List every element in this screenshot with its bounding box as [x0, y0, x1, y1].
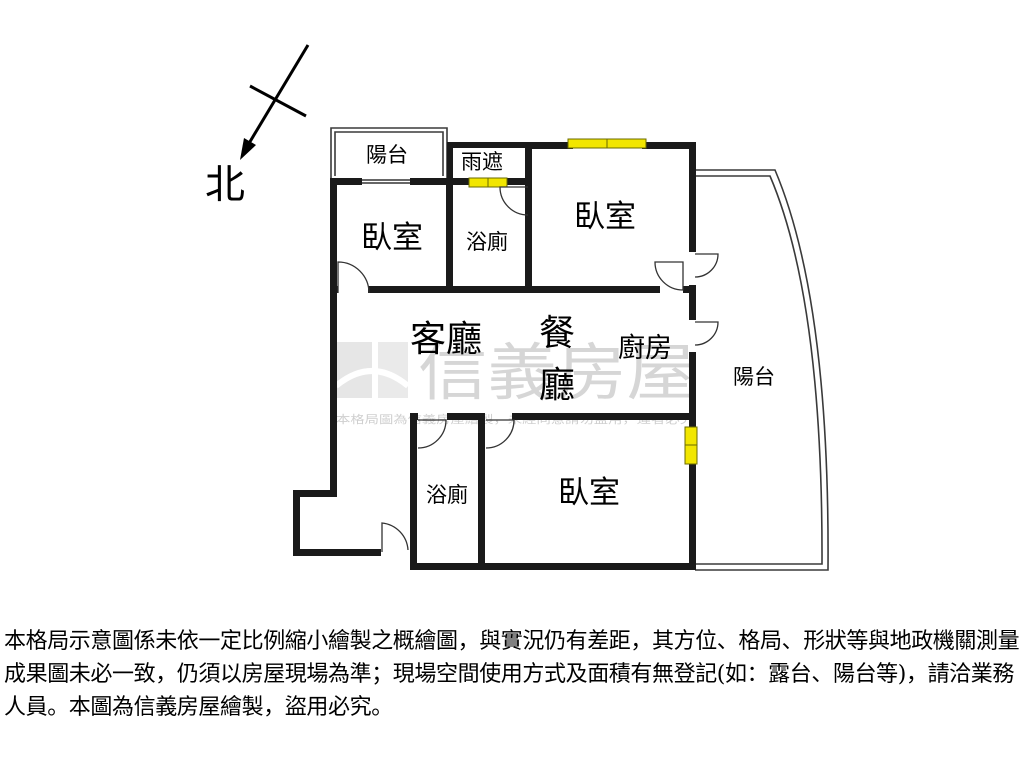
windows — [362, 138, 698, 465]
room-label-bath-north: 浴廁 — [466, 230, 508, 254]
room-label-bedroom-south: 臥室 — [558, 475, 620, 511]
floor-plan: 北 信義房屋 本格局圖為信義房屋繪製，未經同意請勿盜用，違者必究 — [205, 44, 829, 571]
room-label-bedroom-nw: 臥室 — [361, 220, 423, 256]
walls — [293, 142, 696, 570]
room-label-bedroom-ne: 臥室 — [574, 199, 636, 235]
north-arrow-icon — [240, 44, 310, 160]
compass-label: 北 — [205, 162, 245, 208]
room-label-dining-2: 廳 — [539, 365, 575, 406]
doors — [337, 186, 719, 552]
room-label-bath-south: 浴廁 — [426, 483, 468, 507]
watermark-logo-icon — [334, 342, 410, 398]
room-label-dining-1: 餐 — [539, 313, 575, 354]
room-label-canopy: 雨遮 — [461, 150, 503, 174]
room-label-living: 客廳 — [410, 319, 482, 360]
room-label-kitchen: 廚房 — [618, 333, 672, 364]
watermark-brand: 信義房屋 — [418, 336, 696, 409]
room-label-balcony-east: 陽台 — [733, 365, 775, 389]
disclaimer-text: 本格局示意圖係未依一定比例縮小繪製之概繪圖，與實況仍有差距，其方位、格局、形狀等… — [4, 629, 1020, 720]
room-label-balcony-top: 陽台 — [366, 143, 408, 167]
